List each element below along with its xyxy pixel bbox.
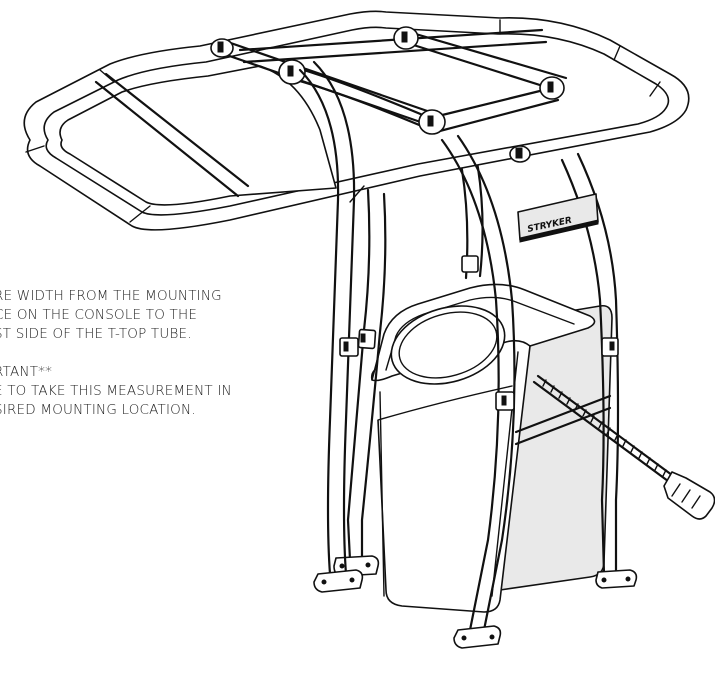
front-right-leg (440, 134, 516, 649)
instruction-important-heading: RTANT** (0, 364, 53, 380)
instruction-line-7: SIRED MOUNTING LOCATION. (0, 402, 196, 418)
instruction-line-3: ST SIDE OF THE T-TOP TUBE. (0, 326, 192, 342)
instruction-line-6: E TO TAKE THIS MEASUREMENT IN (0, 383, 232, 399)
canopy-frame (23, 10, 690, 231)
canopy-clamps (210, 26, 565, 163)
measurement-instructions: RE WIDTH FROM THE MOUNTING CE ON THE CON… (0, 287, 334, 420)
instruction-spacer (0, 344, 334, 363)
center-console (370, 283, 613, 613)
instruction-line-1: RE WIDTH FROM THE MOUNTING (0, 288, 222, 304)
measuring-rod (532, 374, 715, 520)
instruction-line-2: CE ON THE CONSOLE TO THE (0, 307, 198, 323)
front-left-leg (298, 60, 364, 593)
